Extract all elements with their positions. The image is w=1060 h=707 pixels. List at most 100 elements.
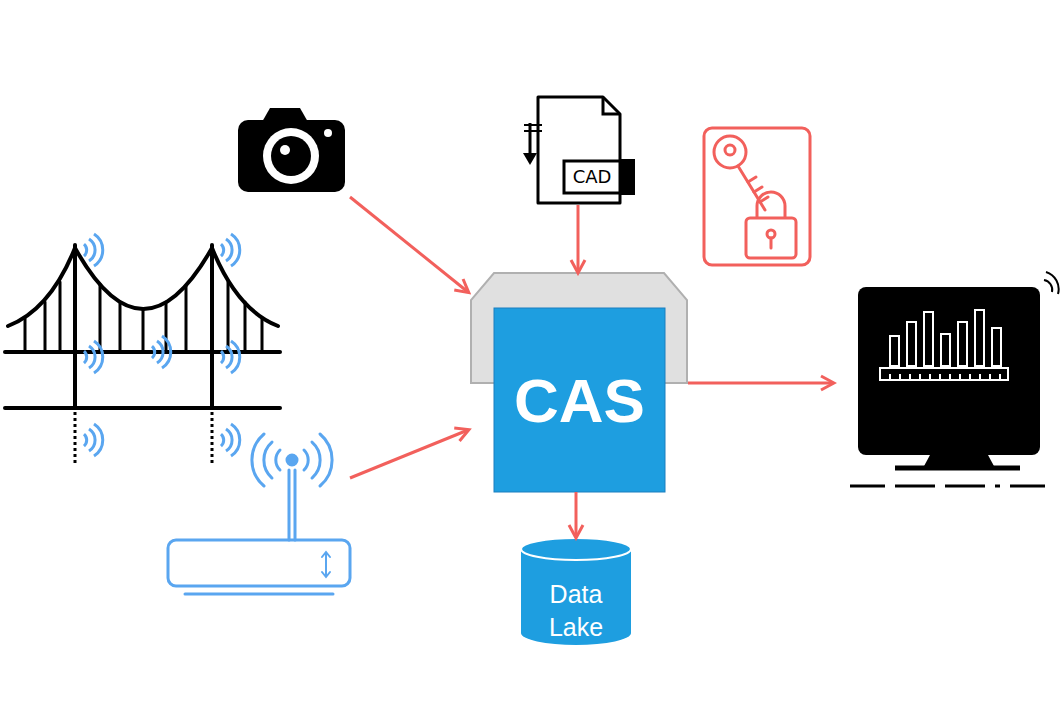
monitor-icon	[890, 336, 899, 366]
sensor-waves	[221, 234, 240, 266]
security-icon	[757, 192, 785, 218]
bridge-illustration	[73, 245, 77, 408]
monitor-icon	[958, 322, 967, 366]
flow-arrows	[350, 197, 468, 292]
monitor-icon	[880, 368, 1008, 380]
bridge-illustration	[8, 248, 75, 326]
router-icon	[288, 470, 291, 540]
file-icon	[520, 95, 636, 205]
node-label: CAS	[494, 308, 665, 492]
sensor-waves	[152, 336, 171, 368]
security-icon	[748, 177, 756, 182]
bridge-illustration	[142, 309, 145, 352]
bridge-illustration	[119, 302, 122, 352]
camera-icon	[262, 108, 308, 122]
monitor-icon	[907, 322, 916, 366]
monitor-icon	[975, 310, 984, 366]
sensor-waves	[84, 341, 103, 373]
camera-icon	[238, 120, 345, 192]
bridge-illustration	[74, 412, 77, 464]
router-icon	[168, 540, 350, 586]
bridge-illustration	[99, 284, 102, 352]
bridge-illustration	[75, 248, 212, 309]
bridge-illustration	[211, 412, 214, 464]
bridge-illustration	[210, 245, 214, 408]
bridge-illustration	[24, 318, 27, 352]
monitor-icon	[924, 312, 933, 366]
router-icon	[252, 434, 264, 486]
monitor-icon	[992, 328, 1001, 366]
sensor-waves	[84, 234, 103, 266]
flow-arrow	[577, 205, 580, 272]
bridge-illustration	[165, 302, 168, 352]
file-icon: CAD	[520, 95, 636, 205]
camera-icon	[280, 145, 290, 155]
camera-icon	[271, 136, 311, 176]
file-icon	[603, 97, 620, 114]
bridge-illustration	[261, 318, 264, 352]
router-icon	[312, 442, 320, 478]
camera-icon	[324, 129, 332, 137]
file-icon	[524, 124, 542, 126]
router-icon	[322, 572, 330, 577]
monitor-icon	[850, 485, 885, 488]
security-icon	[738, 166, 765, 210]
node-label: Data Lake	[536, 578, 616, 644]
router-icon	[185, 593, 333, 596]
security-icon	[714, 136, 746, 168]
monitor-icon	[941, 334, 950, 366]
monitor-icon	[880, 310, 1008, 380]
security-icon	[704, 128, 810, 265]
storage-cylinder	[521, 538, 631, 560]
monitor-icon	[890, 374, 1000, 380]
file-icon	[538, 97, 620, 203]
camera-icon	[238, 108, 345, 192]
processing-box: CAS	[470, 272, 688, 492]
router-icon	[287, 455, 297, 465]
monitor-icon	[1044, 280, 1052, 292]
router-icon	[168, 434, 350, 594]
bridge-illustration	[227, 282, 230, 352]
router-icon	[264, 442, 272, 478]
processing-box	[494, 308, 665, 492]
bridge-illustration	[5, 406, 280, 410]
file-icon	[523, 153, 537, 165]
security-icon	[746, 218, 796, 258]
bridge-illustration	[59, 282, 62, 352]
sensor-waves	[84, 424, 103, 456]
node-label: CAD	[564, 160, 620, 193]
router-icon	[304, 450, 308, 470]
router-icon	[320, 434, 332, 486]
security-icon	[754, 187, 762, 192]
file-icon	[524, 130, 542, 132]
file-icon	[620, 159, 635, 195]
camera-icon	[263, 128, 319, 184]
monitor-icon	[895, 466, 1020, 471]
router-icon	[325, 553, 327, 576]
monitor-icon	[858, 287, 1040, 455]
monitor-icon	[1046, 272, 1059, 294]
flow-arrows	[688, 382, 833, 385]
file-icon	[529, 123, 532, 157]
flow-arrows	[350, 430, 468, 478]
monitor-icon	[850, 272, 1059, 486]
bridge-illustration	[244, 302, 247, 352]
sensor-waves	[221, 424, 240, 456]
router-icon	[276, 450, 280, 470]
security-icon	[725, 145, 735, 155]
sensor-waves	[84, 234, 240, 456]
monitor-icon	[1010, 485, 1045, 488]
bridge-illustration	[5, 245, 280, 464]
sensor-waves	[221, 341, 240, 373]
storage-cylinder	[521, 549, 631, 645]
flow-arrow	[575, 492, 578, 537]
storage-cylinder: Data Lake	[520, 537, 632, 647]
bridge-illustration	[185, 286, 188, 352]
router-icon	[322, 552, 330, 557]
bridge-illustration	[44, 302, 47, 352]
router-icon	[294, 470, 297, 540]
monitor-icon	[895, 485, 1000, 488]
file-icon	[564, 161, 620, 193]
security-icon	[704, 128, 810, 265]
